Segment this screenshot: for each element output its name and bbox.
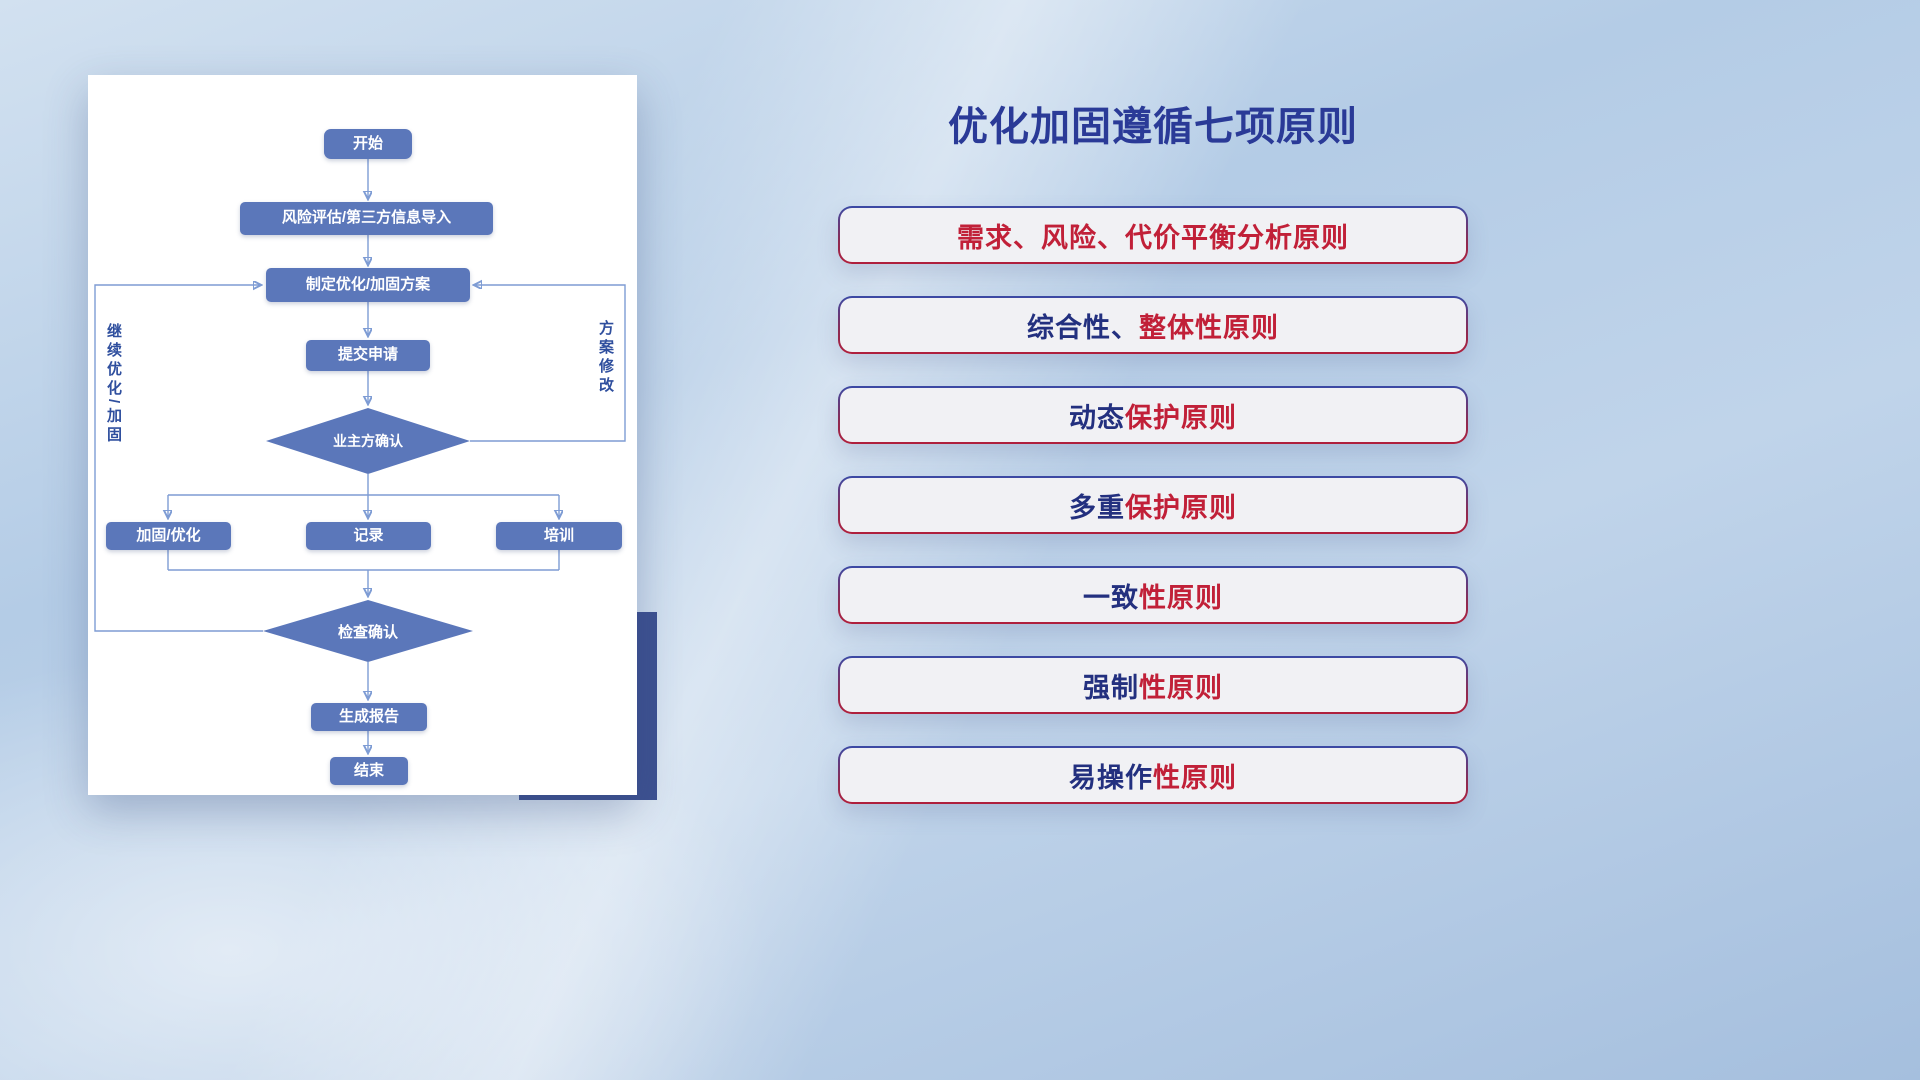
flow-node-harden: 加固/优化: [106, 522, 231, 550]
flow-node-submit: 提交申请: [306, 340, 430, 371]
flow-connectors: [94, 159, 626, 795]
principle-pill-label: 多重 保护原则: [840, 478, 1466, 532]
principle-pill-7: 易操作 性原则: [838, 746, 1468, 804]
principle-text-part: 性原则: [1139, 582, 1223, 613]
principle-text-part: 保护原则: [1125, 492, 1237, 523]
principle-text-part: 整体性原则: [1139, 312, 1279, 343]
principle-pill-label: 强制 性原则: [840, 658, 1466, 712]
flow-node-start: 开始: [324, 129, 412, 159]
flow-node-record: 记录: [306, 522, 431, 550]
principle-text-part: 性原则: [1139, 672, 1223, 703]
principle-text-part: 动态: [1069, 402, 1125, 433]
page-title: 优化加固遵循七项原则: [948, 105, 1358, 149]
principle-pill-1: 需求、风险、代价平衡分析原则: [838, 206, 1468, 264]
flowchart-card: 开始 风险评估/第三方信息导入 制定优化/加固方案 提交申请 业主方确认 加固/…: [88, 75, 637, 795]
principle-text-part: 多重: [1069, 492, 1125, 523]
principle-pill-2: 综合性、 整体性原则: [838, 296, 1468, 354]
flow-label-continue-loop: 继续优化/加固: [105, 323, 122, 446]
flow-label-plan-revise-loop: 方案修改: [597, 320, 614, 396]
flow-node-plan: 制定优化/加固方案: [266, 268, 470, 302]
flow-node-risk: 风险评估/第三方信息导入: [240, 202, 493, 235]
principle-text-part: 强制: [1083, 672, 1139, 703]
principle-pill-6: 强制 性原则: [838, 656, 1468, 714]
principle-pill-3: 动态 保护原则: [838, 386, 1468, 444]
principle-text-part: 一致: [1083, 582, 1139, 613]
principle-text-part: 综合性、: [1027, 312, 1139, 343]
principle-pill-4: 多重 保护原则: [838, 476, 1468, 534]
flow-node-training: 培训: [496, 522, 622, 550]
flow-node-report: 生成报告: [311, 703, 427, 731]
principles-panel: 优化加固遵循七项原则 需求、风险、代价平衡分析原则 综合性、 整体性原则 动态 …: [838, 94, 1468, 804]
principle-pill-label: 综合性、 整体性原则: [840, 298, 1466, 352]
flow-node-end: 结束: [330, 757, 408, 785]
principle-text-part: 需求、风险、代价平衡分析原则: [957, 222, 1349, 253]
principle-pill-label: 一致 性原则: [840, 568, 1466, 622]
principle-text-part: 保护原则: [1125, 402, 1237, 433]
principle-pill-label: 动态 保护原则: [840, 388, 1466, 442]
principle-text-part: 易操作: [1069, 762, 1153, 793]
principle-pill-label: 易操作 性原则: [840, 748, 1466, 802]
principle-pill-label: 需求、风险、代价平衡分析原则: [840, 208, 1466, 262]
principle-pill-5: 一致 性原则: [838, 566, 1468, 624]
principle-text-part: 性原则: [1153, 762, 1237, 793]
